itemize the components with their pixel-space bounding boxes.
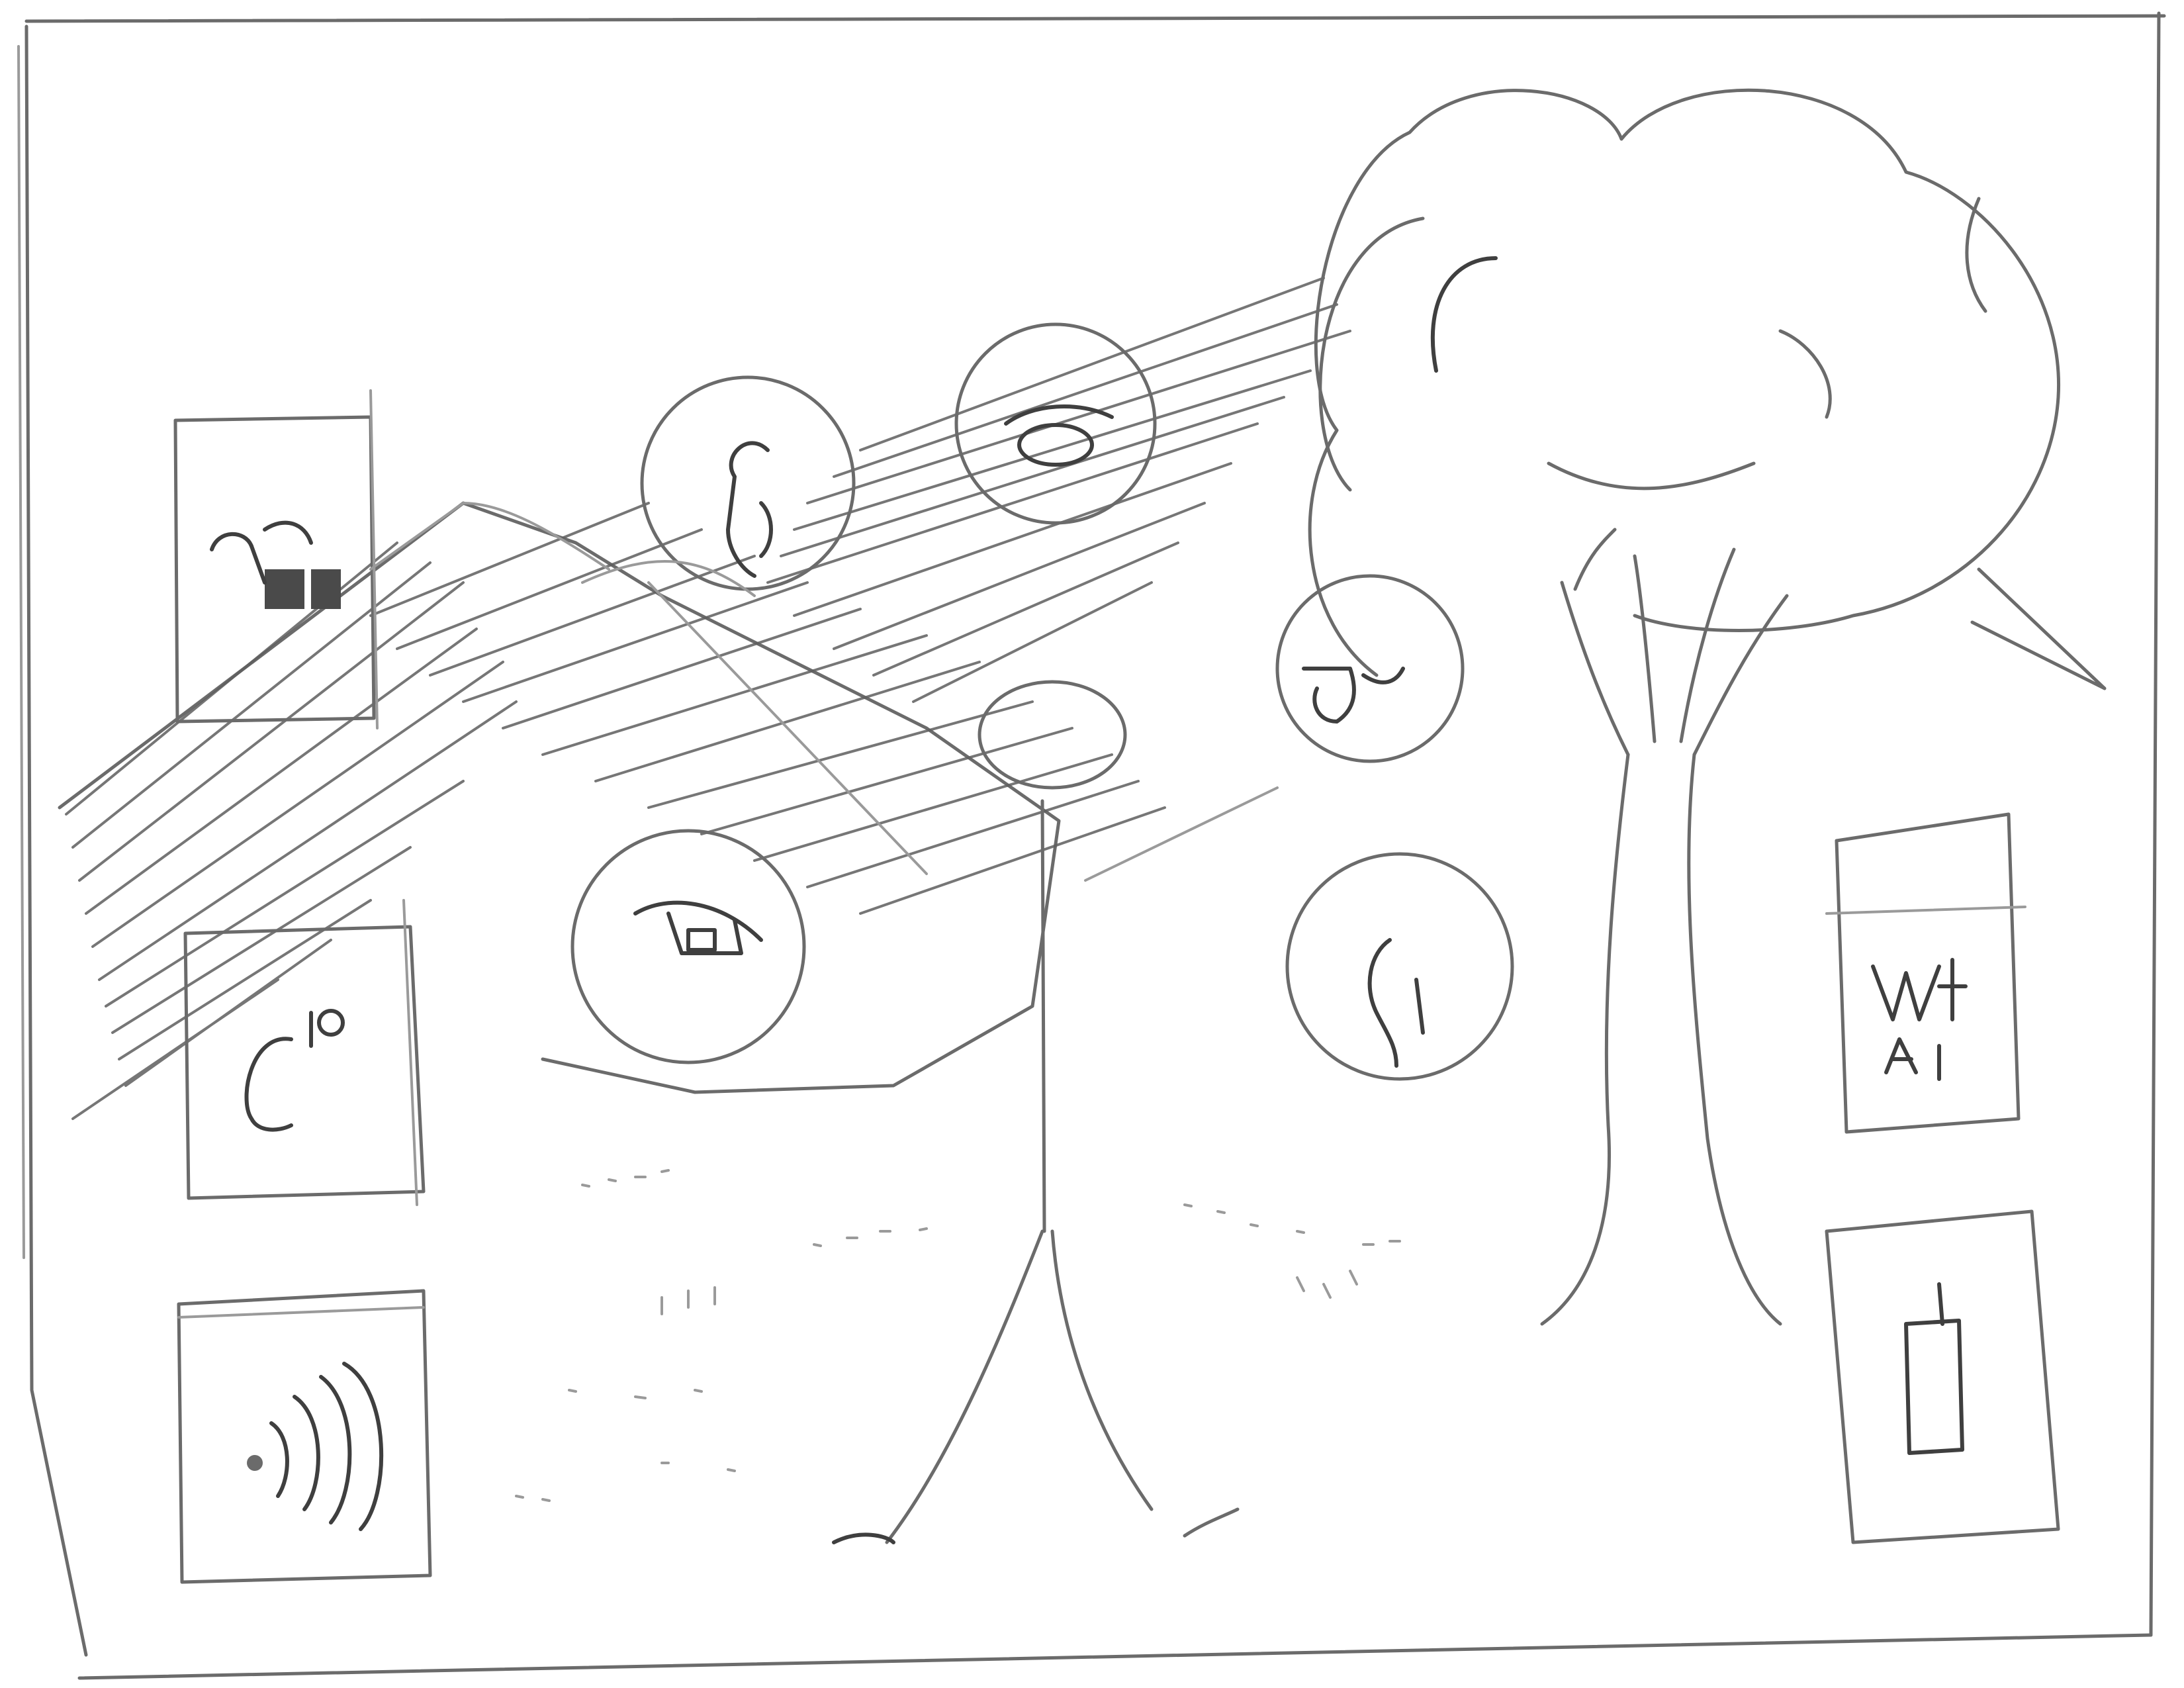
wifi-text-icon: [1871, 958, 1968, 1081]
taste-circle: [1275, 574, 1465, 763]
microscope-icon: [210, 520, 341, 609]
temperature-label: °C: [437, 928, 445, 935]
eye-icon: [1004, 404, 1114, 467]
ear-icon: [1367, 938, 1425, 1068]
sight-circle: [954, 322, 1157, 525]
wireless-panel: [177, 1289, 432, 1584]
temperature-panel: °C: [183, 899, 445, 1206]
phone-panel: [1825, 1209, 2060, 1544]
ground-marks: [515, 1169, 1401, 1502]
vision-detail-circle: [570, 829, 806, 1064]
touch-circle: [640, 375, 856, 591]
mobile-phone-icon: [1904, 1282, 1964, 1455]
wireless-signal-icon: [247, 1362, 384, 1531]
shaded-hill: [58, 277, 1351, 1120]
tree: [1308, 88, 2107, 1326]
thermometer-icon: [244, 1009, 345, 1132]
wifi-label: Wi-Fi: [2052, 816, 2068, 823]
stick-figure: [832, 680, 1240, 1544]
tongue-icon: [1302, 667, 1405, 724]
microscope-panel: [173, 389, 379, 729]
hearing-circle: [1285, 852, 1514, 1081]
outer-frame: [17, 11, 2166, 1680]
hand-icon: [726, 441, 773, 578]
connection-lines: [369, 502, 1279, 882]
eye-icon: [633, 900, 763, 955]
wifi-panel: Wi-Fi: [1825, 812, 2068, 1134]
